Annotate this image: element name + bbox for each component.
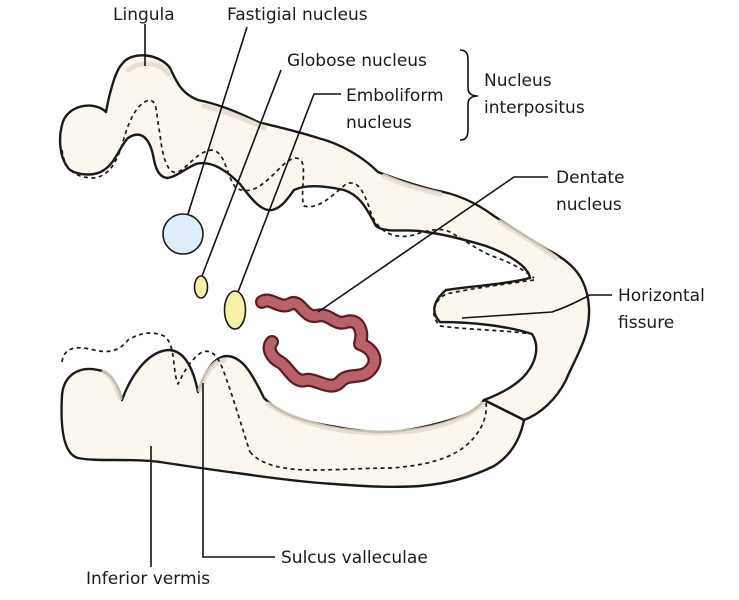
label-inferior-vermis: Inferior vermis — [86, 569, 210, 589]
emboliform-nucleus-shape — [223, 290, 247, 330]
leader-lines — [144, 24, 612, 567]
label-fastigial-nucleus: Fastigial nucleus — [227, 5, 368, 25]
label-sulcus-valleculae: Sulcus valleculae — [281, 548, 428, 568]
globose-leader — [201, 69, 282, 277]
label-emboliform-line2: nucleus — [346, 113, 412, 133]
label-globose-nucleus: Globose nucleus — [287, 51, 427, 71]
label-interpositus-line1: Nucleus — [484, 71, 552, 91]
dentate-nucleus-shape — [255, 293, 382, 393]
fastigial-leader — [187, 26, 248, 215]
label-emboliform-line1: Emboliform — [346, 86, 444, 106]
label-horizontal-line2: fissure — [618, 313, 674, 333]
label-dentate-line1: Dentate — [556, 168, 625, 188]
dentate-leader — [317, 176, 548, 313]
emboliform-leader — [237, 93, 341, 293]
label-lingula: Lingula — [113, 5, 175, 25]
lower-cortex — [60, 332, 526, 489]
label-interpositus-line2: interpositus — [484, 98, 585, 118]
sulcus-valleculae-leader — [202, 383, 275, 558]
globose-nucleus-shape — [193, 275, 209, 299]
label-dentate-line2: nucleus — [556, 195, 622, 215]
labels: Lingula Fastigial nucleus Globose nucleu… — [86, 5, 705, 589]
horizontal-fissure-leader — [461, 294, 612, 319]
interpositus-brace — [459, 49, 479, 141]
fastigial-nucleus-shape — [162, 213, 204, 255]
label-horizontal-line1: Horizontal — [618, 286, 705, 306]
